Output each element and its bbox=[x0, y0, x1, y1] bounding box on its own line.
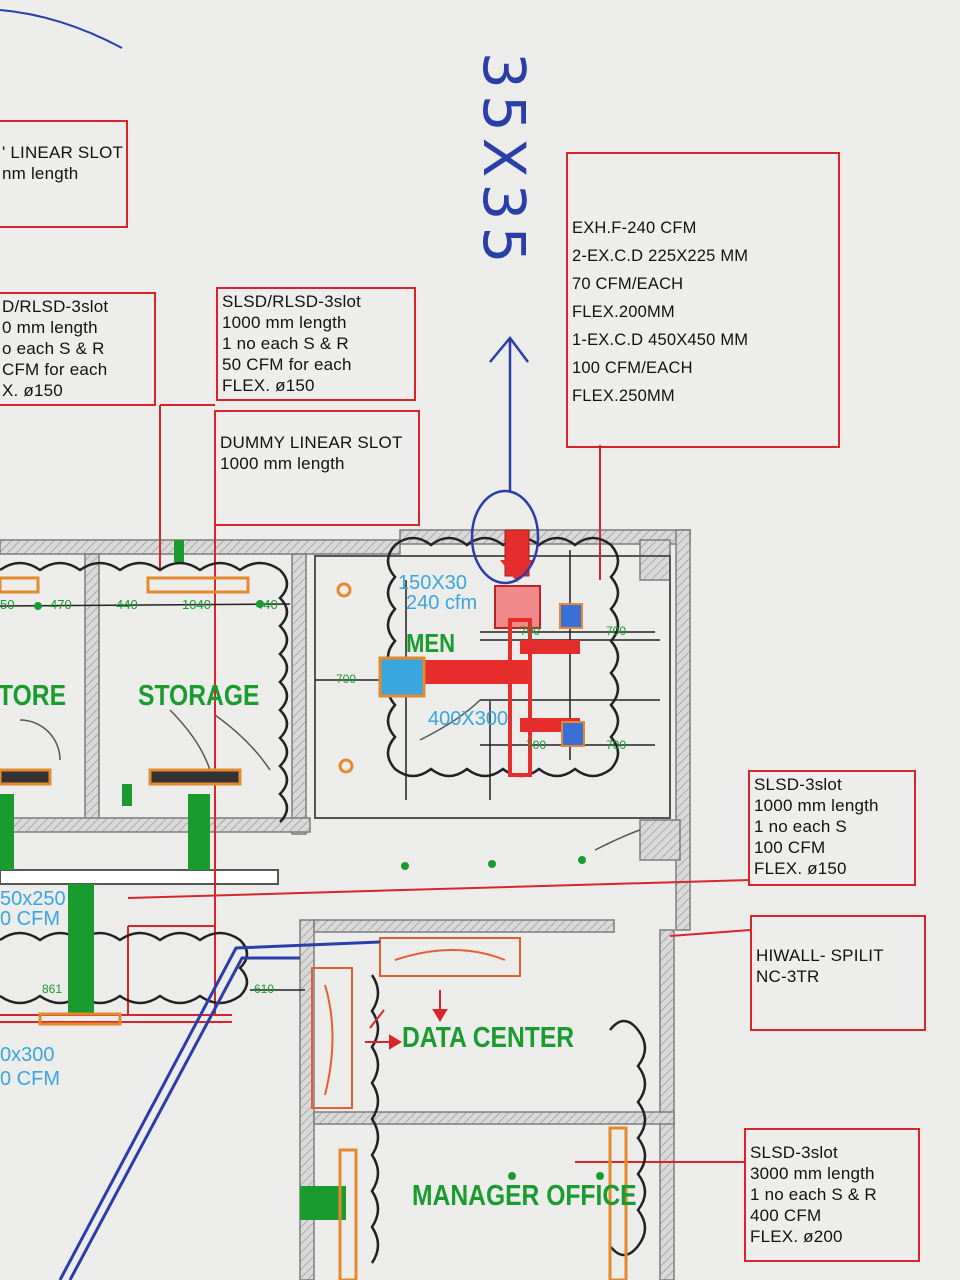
airflow-arrows bbox=[365, 990, 448, 1050]
label-grille-size: 400X300 bbox=[428, 708, 509, 730]
note-left-slsd: D/RLSD-3slot 0 mm length o each S & R CF… bbox=[0, 292, 156, 406]
note-line: 0 mm length bbox=[2, 318, 98, 337]
note-line: FLEX. ø150 bbox=[222, 376, 315, 395]
note-line: nm length bbox=[2, 164, 79, 183]
note-line: CFM for each bbox=[2, 360, 108, 379]
dim-text: 440 bbox=[116, 597, 138, 612]
note-line: 50 CFM for each bbox=[222, 355, 352, 374]
dim-text: 470 bbox=[50, 597, 72, 612]
room-label-manager-office: MANAGER OFFICE bbox=[412, 1180, 637, 1212]
dim-text: 700 bbox=[336, 672, 357, 686]
note-line: 1000 mm length bbox=[222, 313, 347, 332]
note-exhaust: EXH.F-240 CFM 2-EX.C.D 225X225 MM 70 CFM… bbox=[566, 152, 840, 448]
dim-text: 861 bbox=[42, 982, 63, 996]
note-dummy-slot: DUMMY LINEAR SLOT 1000 mm length bbox=[214, 410, 420, 526]
note-line: 1-EX.C.D 450X450 MM bbox=[572, 331, 749, 349]
note-storage-slsd: SLSD/RLSD-3slot 1000 mm length 1 no each… bbox=[216, 287, 416, 401]
room-label-store: TORE bbox=[0, 680, 67, 712]
counter bbox=[0, 869, 279, 885]
label-left-grille-2: 0x300 bbox=[0, 1044, 55, 1066]
dim-text: 700 bbox=[606, 624, 627, 638]
note-line: 1 no each S bbox=[754, 817, 847, 836]
handwritten-curve bbox=[0, 9, 123, 49]
dim-text: 50 bbox=[0, 597, 15, 612]
note-line: 1000 mm length bbox=[754, 796, 879, 815]
floor-drains bbox=[336, 582, 354, 774]
handwritten-arrow bbox=[470, 335, 540, 585]
note-manager-slsd: SLSD-3slot 3000 mm length 1 no each S & … bbox=[744, 1128, 920, 1262]
green-markers bbox=[34, 600, 604, 1180]
note-line: FLEX.250MM bbox=[572, 387, 675, 405]
note-line: SLSD-3slot bbox=[750, 1143, 838, 1162]
note-line: 100 CFM bbox=[754, 838, 826, 857]
note-line: 3000 mm length bbox=[750, 1164, 875, 1183]
left-supply-duct bbox=[38, 1012, 122, 1026]
note-line: SLSD-3slot bbox=[754, 775, 842, 794]
label-left-cfm-2: 0 CFM bbox=[0, 1068, 60, 1090]
note-line: 2-EX.C.D 225X225 MM bbox=[572, 247, 749, 265]
dim-text: 700 bbox=[526, 738, 547, 752]
door-swings bbox=[19, 699, 641, 851]
note-top-left: ' LINEAR SLOT nm length bbox=[0, 120, 128, 228]
room-label-men: MEN bbox=[406, 628, 456, 658]
note-line: ' LINEAR SLOT bbox=[2, 143, 124, 162]
note-line: NC-3TR bbox=[756, 967, 820, 986]
dim-text: 610 bbox=[254, 982, 275, 996]
note-line: 400 CFM bbox=[750, 1206, 822, 1225]
note-line: FLEX. ø150 bbox=[754, 859, 847, 878]
note-line: DUMMY LINEAR SLOT bbox=[220, 433, 403, 452]
note-hiwall: HIWALL- SPILIT NC-3TR bbox=[750, 915, 926, 1031]
storage-linear-diffuser bbox=[0, 540, 250, 806]
label-exhaust-cfm: 240 cfm bbox=[406, 592, 478, 614]
refrigerant-piping bbox=[58, 940, 381, 1280]
room-label-storage: STORAGE bbox=[138, 680, 260, 712]
dim-text: 440 bbox=[256, 597, 278, 612]
note-line: 1 no each S & R bbox=[222, 334, 349, 353]
note-corridor-slsd: SLSD-3slot 1000 mm length 1 no each S 10… bbox=[748, 770, 916, 886]
note-line: X. ø150 bbox=[2, 381, 63, 400]
note-line: 100 CFM/EACH bbox=[572, 359, 693, 377]
note-line: HIWALL- SPILIT bbox=[756, 946, 884, 965]
note-line: D/RLSD-3slot bbox=[2, 297, 109, 316]
note-line: FLEX.200MM bbox=[572, 303, 675, 321]
note-line: 70 CFM/EACH bbox=[572, 275, 684, 293]
room-label-data-center: DATA CENTER bbox=[402, 1022, 575, 1054]
dim-text: 700 bbox=[520, 624, 541, 638]
label-exhaust-fan-size: 150X30 bbox=[398, 572, 467, 594]
note-line: 1000 mm length bbox=[220, 454, 345, 473]
green-risers bbox=[0, 794, 346, 1220]
note-line: SLSD/RLSD-3slot bbox=[222, 292, 362, 311]
dim-text: 700 bbox=[606, 738, 627, 752]
label-left-grille-1: 50x250 bbox=[0, 888, 66, 910]
note-line: FLEX. ø200 bbox=[750, 1227, 843, 1246]
dim-text: 1040 bbox=[182, 597, 211, 612]
hiwall-units bbox=[311, 937, 521, 1109]
manager-linear-diffusers bbox=[338, 1126, 628, 1280]
note-line: 1 no each S & R bbox=[750, 1185, 877, 1204]
label-left-cfm-1: 0 CFM bbox=[0, 908, 60, 930]
note-line: EXH.F-240 CFM bbox=[572, 219, 697, 237]
exhaust-duct bbox=[378, 529, 585, 777]
note-line: o each S & R bbox=[2, 339, 105, 358]
handwritten-duct-size: 35X35 bbox=[470, 52, 538, 270]
